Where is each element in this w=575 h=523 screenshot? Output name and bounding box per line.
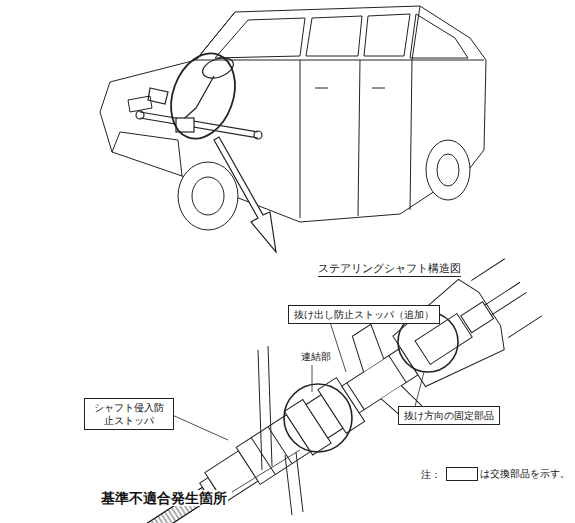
- box-text: シャフト侵入防止ストッパ: [90, 401, 168, 427]
- fixing-part-box: 抜け方向の固定部品: [398, 406, 500, 425]
- stopper-box: シャフト侵入防止ストッパ: [84, 398, 174, 430]
- mount-plate: [258, 346, 303, 515]
- callout-arrow: [214, 137, 276, 252]
- box-text: 抜け方向の固定部品: [404, 409, 494, 422]
- part-label: 連結部: [300, 351, 332, 363]
- legend-row: は交換部品を示す。: [444, 467, 570, 481]
- highlight-circle: [284, 312, 458, 452]
- leader-line: [170, 322, 424, 492]
- defect-location-label: 基準不適合発生箇所: [100, 490, 228, 506]
- vehicle-outline: [100, 6, 486, 230]
- stopper-box: 抜け出し防止ストッパ（追加）: [288, 305, 440, 324]
- steering-shaft: [113, 244, 551, 523]
- box-text: 抜け出し防止ストッパ（追加）: [294, 308, 434, 321]
- legend-swatch: [446, 467, 478, 481]
- diagram-title: ステアリングシャフト構造図: [318, 262, 461, 277]
- note-label: 注：: [420, 469, 442, 481]
- legend-text: は交換部品を示す。: [480, 467, 570, 481]
- steering-system: [136, 44, 262, 147]
